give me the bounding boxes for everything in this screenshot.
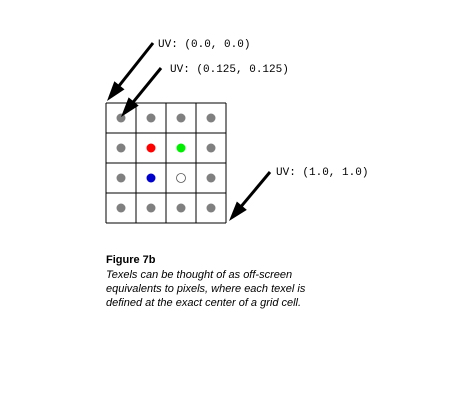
texel-green-r1c2 (176, 143, 186, 153)
texel-gray-r3c0 (116, 203, 126, 213)
figure-caption: Figure 7b Texels can be thought of as of… (106, 253, 336, 310)
texel-gray-r0c1 (146, 113, 156, 123)
arrow-uv-end-shaft (239, 171, 272, 209)
caption-title: Figure 7b (106, 254, 156, 266)
texel-gray-r2c3 (206, 173, 216, 183)
texel-gray-r0c0 (116, 113, 126, 123)
texel-gray-r3c3 (206, 203, 216, 213)
uv-origin-label: UV: (0.0, 0.0) (158, 39, 250, 51)
texel-dots (116, 113, 216, 213)
texel-gray-r3c1 (146, 203, 156, 213)
texel-gray-r1c3 (206, 143, 216, 153)
arrow-uv-first-texel (121, 67, 163, 117)
caption-body: Texels can be thought of as off-screen e… (106, 269, 306, 309)
arrow-uv-end (229, 171, 272, 221)
arrow-uv-first-texel-shaft (131, 67, 163, 105)
uv-first-texel-label: UV: (0.125, 0.125) (170, 64, 289, 76)
texel-gray-r0c3 (206, 113, 216, 123)
texel-gray-r0c2 (176, 113, 186, 123)
arrow-uv-first-texel-head (121, 97, 139, 117)
texel-gray-r1c0 (116, 143, 126, 153)
texel-red-r1c1 (146, 143, 156, 153)
uv-end-label: UV: (1.0, 1.0) (276, 167, 368, 179)
texel-gray-r2c0 (116, 173, 126, 183)
arrow-uv-origin-shaft (117, 42, 155, 88)
texel-grid (105, 102, 227, 224)
arrow-uv-origin-head (107, 81, 125, 101)
texel-gray-r3c2 (176, 203, 186, 213)
arrows (107, 42, 272, 221)
texel-blue-r2c1 (146, 173, 156, 183)
arrow-uv-end-head (229, 201, 247, 221)
texel-white-r2c2 (176, 173, 186, 183)
arrow-uv-origin (107, 42, 155, 101)
